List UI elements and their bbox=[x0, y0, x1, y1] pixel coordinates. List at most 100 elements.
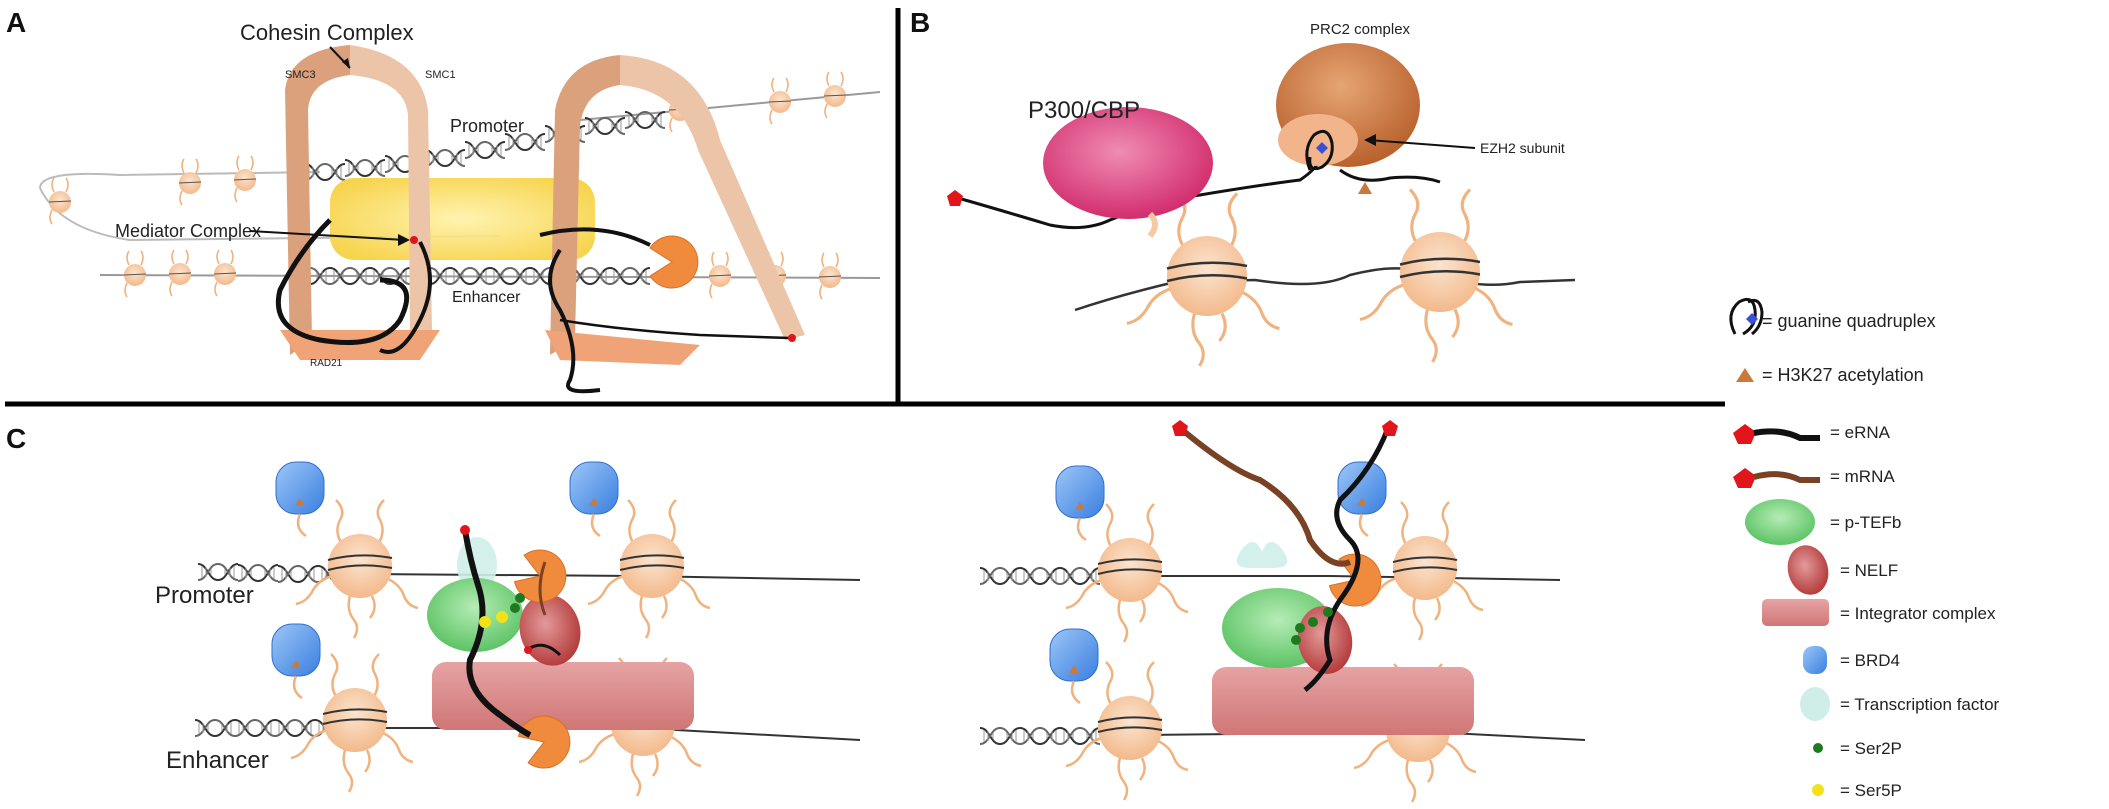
guanine-quadruplex-icon bbox=[1729, 297, 1764, 336]
promoter-label: Promoter bbox=[450, 116, 524, 136]
rna-cap bbox=[788, 334, 796, 342]
prc2-complex-label: PRC2 complex bbox=[1310, 21, 1411, 38]
erna-icon bbox=[1733, 424, 1820, 444]
mrna-strand bbox=[1178, 425, 1352, 567]
nucleosome bbox=[168, 249, 192, 297]
legend-label: = Integrator complex bbox=[1840, 604, 1996, 623]
brd4 bbox=[1048, 627, 1100, 705]
ptefb bbox=[427, 578, 523, 652]
erna-strand bbox=[559, 318, 791, 340]
nucleosome bbox=[123, 250, 147, 298]
brd4 bbox=[1054, 464, 1106, 542]
nucleosome bbox=[708, 251, 732, 299]
p300-cbp-complex bbox=[1043, 107, 1213, 219]
mrna-strand bbox=[538, 561, 547, 616]
panel-c-right bbox=[979, 420, 1586, 804]
promoter-chromatin bbox=[359, 573, 861, 581]
pol-ii bbox=[649, 235, 699, 289]
legend-label: = mRNA bbox=[1830, 467, 1895, 486]
erna-strand bbox=[1303, 427, 1391, 692]
chromatin-strand bbox=[39, 187, 501, 242]
brd4-icon bbox=[1803, 646, 1827, 674]
ser2p-dot bbox=[1308, 617, 1318, 627]
arrow-head bbox=[398, 234, 410, 246]
nucleosome bbox=[1064, 502, 1190, 644]
panel-b-letter: B bbox=[910, 7, 930, 38]
rna-cap bbox=[1382, 420, 1398, 436]
nucleosome bbox=[823, 71, 847, 119]
nucleosome bbox=[1064, 660, 1190, 802]
cohesin-complex-label: Cohesin Complex bbox=[240, 20, 414, 45]
histone-tail bbox=[1147, 211, 1158, 238]
erna-strand bbox=[548, 248, 601, 394]
nelf-icon bbox=[1787, 545, 1829, 595]
arrow-head bbox=[342, 58, 350, 68]
nucleosome bbox=[818, 252, 842, 300]
ser2p-icon bbox=[1813, 743, 1823, 753]
rna-cap bbox=[524, 646, 532, 654]
integrator-icon bbox=[1762, 599, 1829, 626]
ser2p-dot bbox=[510, 603, 520, 613]
guanine-quadruplex-icon bbox=[1305, 129, 1334, 171]
nucleosome bbox=[178, 158, 202, 206]
erna-strand bbox=[539, 227, 651, 247]
erna-strand bbox=[529, 643, 562, 657]
promoter-dna bbox=[979, 567, 1101, 585]
promoter-label: Promoter bbox=[155, 582, 254, 609]
legend: = guanine quadruplex = H3K27 acetylation… bbox=[1729, 297, 2000, 800]
legend-label: = guanine quadruplex bbox=[1762, 311, 1936, 331]
promoter-chromatin bbox=[1100, 575, 1561, 581]
enhancer-label: Enhancer bbox=[452, 289, 521, 306]
nelf bbox=[519, 594, 581, 666]
legend-label: = Ser5P bbox=[1840, 781, 1902, 800]
nucleosome bbox=[586, 498, 712, 640]
ezh2-subunit-label: EZH2 subunit bbox=[1480, 140, 1565, 156]
panel-c: C bbox=[6, 420, 1586, 804]
ser2p-dot bbox=[1295, 623, 1305, 633]
brd4 bbox=[270, 622, 322, 700]
h3k27-acetylation-icon bbox=[1736, 368, 1754, 382]
panel-c-letter: C bbox=[6, 423, 26, 454]
ser2p-dot bbox=[515, 593, 525, 603]
legend-label: = Transcription factor bbox=[1840, 695, 2000, 714]
ptefb-icon bbox=[1745, 499, 1815, 545]
nucleosome bbox=[768, 77, 792, 125]
nucleosome bbox=[233, 155, 257, 203]
h3k27-acetylation-mark bbox=[1358, 182, 1372, 194]
legend-label: = p-TEFb bbox=[1830, 513, 1901, 532]
rna-cap bbox=[460, 525, 470, 535]
rna-cap bbox=[410, 236, 418, 244]
legend-label: = BRD4 bbox=[1840, 651, 1900, 670]
erna-strand bbox=[462, 529, 532, 738]
ezh2-subunit bbox=[1278, 114, 1358, 166]
enhancer-dna bbox=[979, 727, 1101, 745]
smc3-label: SMC3 bbox=[285, 69, 316, 81]
legend-label: = H3K27 acetylation bbox=[1762, 365, 1924, 385]
legend-label: = NELF bbox=[1840, 561, 1898, 580]
rna-cap bbox=[947, 190, 963, 206]
ezh2-arrow bbox=[1367, 139, 1476, 149]
nucleosome bbox=[213, 249, 237, 297]
ser2p-dot bbox=[1291, 635, 1301, 645]
mediator-complex-label: Mediator Complex bbox=[115, 221, 261, 241]
panel-b: B P300/CBP PRC2 complex EZH2 subunit bbox=[910, 7, 1576, 368]
arrow-head bbox=[1364, 134, 1376, 146]
transcription-factor bbox=[1236, 542, 1288, 568]
chromatin-strand bbox=[39, 171, 321, 189]
cohesin-ring-right bbox=[545, 55, 805, 365]
ser5p-icon bbox=[1812, 784, 1824, 796]
ser5p-dot bbox=[496, 611, 508, 623]
erna-strand bbox=[275, 218, 410, 345]
smc1-label: SMC1 bbox=[425, 69, 456, 81]
brd4 bbox=[568, 460, 620, 538]
panel-c-left: Promoter Enhancer bbox=[155, 460, 861, 798]
erna-strand bbox=[379, 241, 432, 354]
ser2p-dot bbox=[1323, 607, 1333, 617]
panel-a-letter: A bbox=[6, 7, 26, 38]
ser5p-dot bbox=[479, 616, 491, 628]
enhancer-label: Enhancer bbox=[166, 747, 269, 774]
transcription-factor-icon bbox=[1800, 687, 1830, 721]
legend-label: = eRNA bbox=[1830, 423, 1891, 442]
rna-cap bbox=[1172, 420, 1188, 436]
